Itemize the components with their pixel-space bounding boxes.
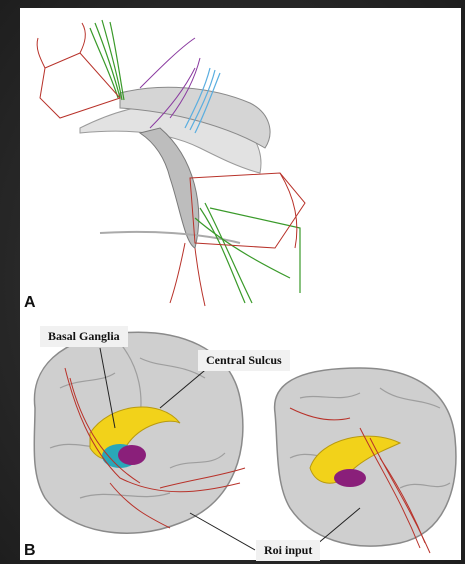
- central-sulcus-callout: Central Sulcus: [198, 350, 290, 371]
- roi-input-callout: Roi input: [256, 540, 320, 561]
- left-putamen: [118, 445, 146, 465]
- panel-b-label: B: [24, 542, 36, 560]
- panel-a-tractography: [20, 8, 461, 308]
- green-tract: [90, 20, 300, 303]
- figure-canvas: A: [20, 8, 461, 560]
- basal-ganglia-callout: Basal Ganglia: [40, 326, 128, 347]
- fornix-shape: [140, 128, 199, 248]
- right-putamen: [334, 469, 366, 487]
